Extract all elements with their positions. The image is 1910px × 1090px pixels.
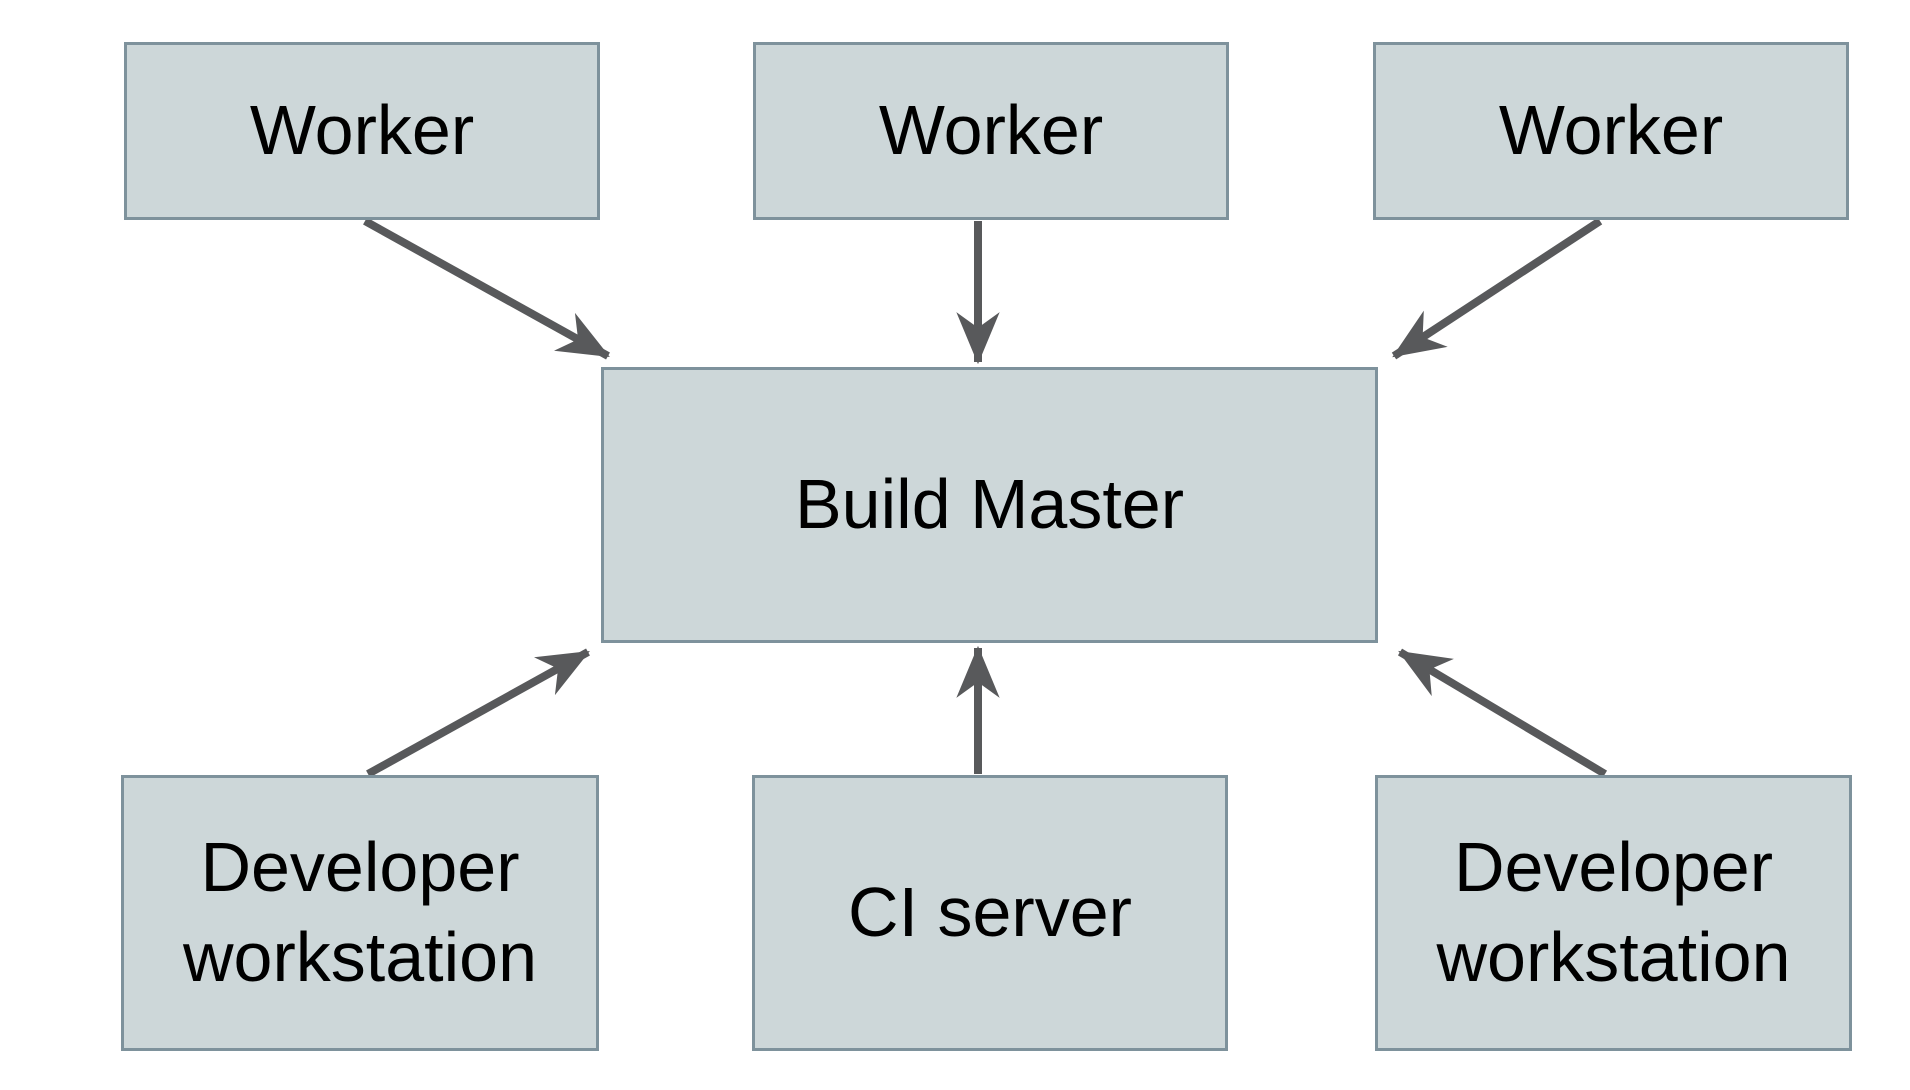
node-dev-workstation-1: Developer workstation <box>121 775 599 1051</box>
arrow-dev-workstation-2-to-build-master <box>1397 648 1608 778</box>
node-dev-workstation-2: Developer workstation <box>1375 775 1852 1051</box>
arrow-dev-workstation-1-to-build-master <box>366 648 590 778</box>
dev-workstation-2-label: Developer workstation <box>1436 828 1791 996</box>
node-ci-server: CI server <box>752 775 1228 1051</box>
arrow-worker-1-to-build-master <box>363 217 610 360</box>
worker-2-label: Worker <box>878 91 1104 170</box>
node-build-master: Build Master <box>601 367 1378 643</box>
worker-1-label: Worker <box>249 91 475 170</box>
worker-3-label: Worker <box>1498 91 1724 170</box>
node-worker-3: Worker <box>1373 42 1849 220</box>
node-worker-1: Worker <box>124 42 600 220</box>
dev-workstation-1-label: Developer workstation <box>182 828 538 996</box>
arrow-worker-3-to-build-master <box>1391 217 1603 360</box>
build-master-label: Build Master <box>794 465 1185 544</box>
ci-server-label: CI server <box>848 873 1132 952</box>
node-worker-2: Worker <box>753 42 1229 220</box>
